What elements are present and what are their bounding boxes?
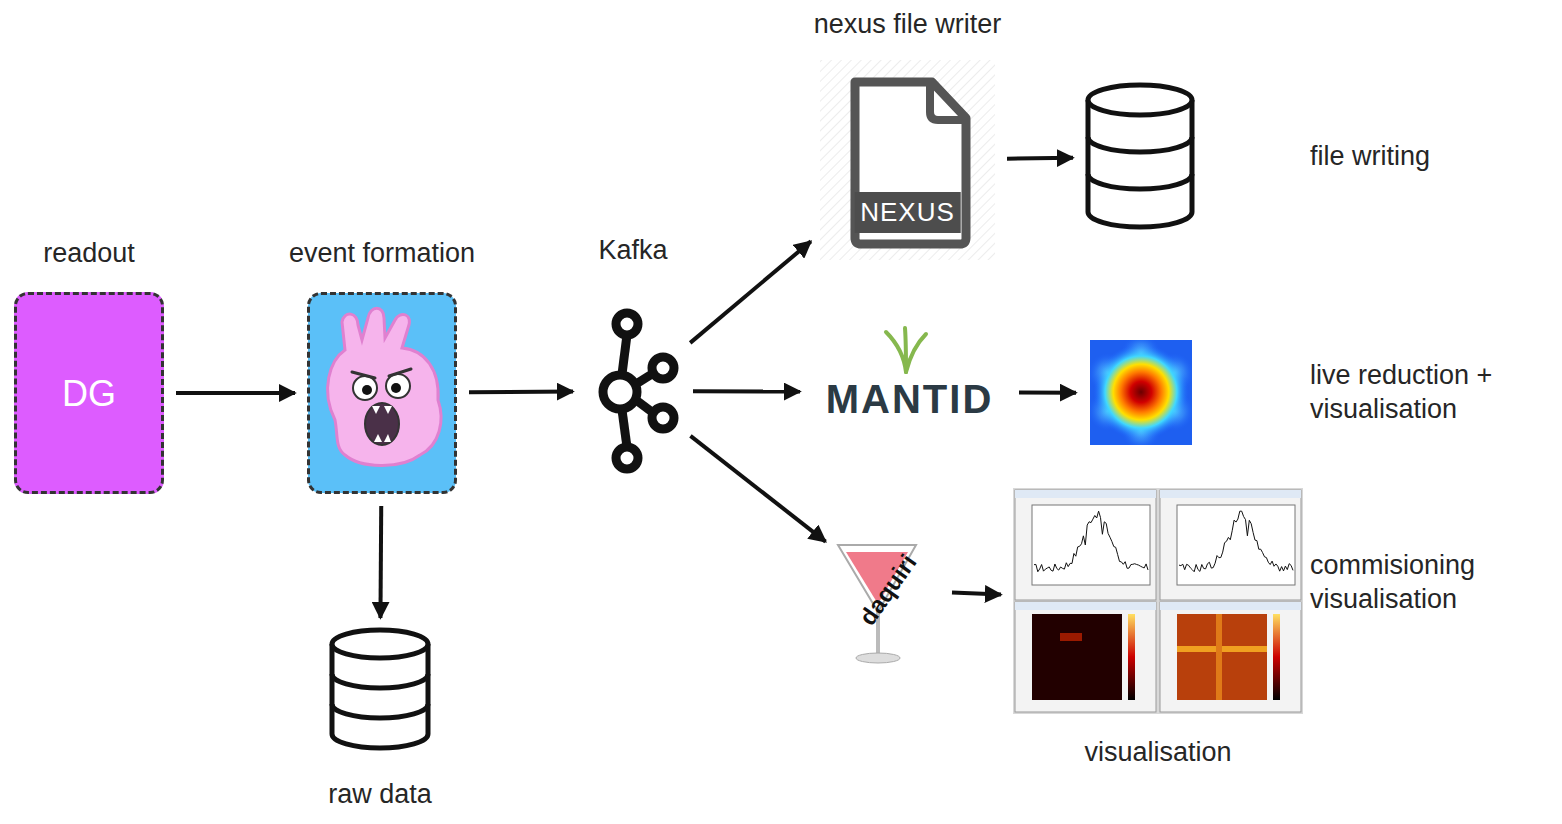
monster-illustration-part [352, 369, 411, 378]
kafka-logo-graphic [603, 313, 674, 469]
arrow-connector [1019, 390, 1076, 394]
row-label: live reduction + visualisation [1310, 359, 1550, 427]
raw-data-store: raw data [328, 630, 432, 742]
image-panel-part [1015, 602, 1156, 712]
monster-illustration-part [353, 376, 377, 400]
event-box-fill [308, 293, 456, 493]
plot-line [1179, 511, 1293, 572]
file-store-cylinder-part [1088, 137, 1192, 189]
raw-data-cylinder-part [332, 630, 428, 658]
file-store-cylinder-part [1088, 85, 1192, 115]
arrow-connector [952, 593, 1001, 595]
arrow-connector [469, 389, 573, 394]
arrow-connector [176, 391, 295, 395]
node-label: readout [43, 237, 135, 271]
image-panel-part [1060, 633, 1082, 641]
kafka-logo-graphic-part [652, 407, 674, 429]
arrow-connector [378, 506, 383, 618]
heatmap-picture-part [1093, 344, 1189, 440]
row-label: file writing [1310, 140, 1550, 174]
raw-data-cylinder-part [332, 674, 428, 718]
mantid-plant-part [906, 334, 926, 372]
plot-line [1034, 511, 1148, 572]
plot-panel-part [1160, 490, 1301, 498]
kafka-logo-graphic-part [616, 313, 638, 335]
node-label: visualisation [1084, 736, 1231, 770]
arrow-connector [693, 389, 800, 393]
nexus-document-icon-part [820, 60, 995, 260]
kafka-logo-graphic-part [616, 447, 638, 469]
visualisation-screenshot: visualisationcommisioning visualisation [1013, 488, 1303, 714]
image-panel-part [1273, 614, 1280, 700]
plot-panel-part [1177, 505, 1295, 585]
image-panel-part [1177, 614, 1267, 700]
nexus-document-icon-part [855, 82, 966, 244]
plot-panel-part [1032, 505, 1150, 585]
arrow-connector [690, 241, 811, 343]
nexus-document-icon-part [930, 82, 966, 120]
raw-data-cylinder [332, 630, 428, 748]
monster-illustration-part [328, 308, 441, 465]
nexus-document-icon [820, 60, 995, 260]
plot-panel [1160, 490, 1301, 600]
image-panel-part [1032, 614, 1122, 700]
plot-panel-part [1015, 490, 1156, 498]
file-store: file writing [1085, 84, 1195, 230]
node-label: MANTID [826, 374, 994, 424]
mantid-logo: MANTID [812, 330, 1007, 454]
node-label: nexus file writer [814, 8, 1002, 42]
screenshot-panels-part [1013, 488, 1303, 714]
image-panel-part [1216, 614, 1222, 700]
plot-panel-part [1015, 490, 1156, 600]
image-panel-part [1015, 602, 1156, 610]
node-label: daquiri [852, 549, 922, 632]
image-panel-part [1128, 614, 1135, 700]
nexus-file-icon: nexus file writerNEXUS [820, 60, 995, 260]
monster-illustration-part [372, 406, 392, 442]
node-label: event formation [289, 237, 475, 271]
plot-lines [1034, 511, 1293, 572]
daquiri-logo: daquiri [835, 510, 940, 670]
node-label: DG [62, 371, 116, 416]
plot-panel-part [1160, 490, 1301, 600]
arrow-connector [690, 436, 825, 542]
image-panel-part [1160, 602, 1301, 712]
monster-illustration-part [386, 374, 410, 398]
heatmap-image: live reduction + visualisation [1088, 338, 1194, 448]
kafka-logo-graphic-part [622, 335, 627, 374]
monster-illustration-part [362, 385, 372, 395]
event-formation-box: event formation [307, 292, 457, 494]
file-store-cylinder-part [1088, 100, 1192, 227]
screenshot-panels [1013, 488, 1303, 714]
node-label: raw data [328, 778, 432, 812]
row-label: commisioning visualisation [1310, 549, 1550, 617]
image-panel [1015, 602, 1156, 712]
monster-illustration [328, 308, 441, 465]
kafka-logo-graphic-part [622, 410, 627, 447]
monster-illustration-part [391, 383, 401, 393]
node-label: NEXUS [854, 192, 961, 233]
node-label: Kafka [598, 234, 667, 268]
heatmap-picture [1090, 340, 1192, 445]
kafka-logo: Kafka [585, 310, 681, 472]
plot-panel [1015, 490, 1156, 600]
monster-illustration-part [365, 403, 399, 445]
arrow-connector [1007, 156, 1073, 161]
readout-box: readoutDG [14, 292, 164, 494]
event-box-fill-part [308, 293, 456, 493]
kafka-logo-graphic-part [652, 357, 674, 379]
mantid-plant [886, 328, 926, 372]
kafka-logo-graphic-part [603, 375, 637, 409]
image-panel-part [1160, 602, 1301, 610]
file-store-cylinder [1088, 85, 1192, 227]
image-panel [1160, 602, 1301, 712]
cocktail-glass-part [856, 653, 900, 663]
mantid-plant-part [886, 332, 906, 372]
